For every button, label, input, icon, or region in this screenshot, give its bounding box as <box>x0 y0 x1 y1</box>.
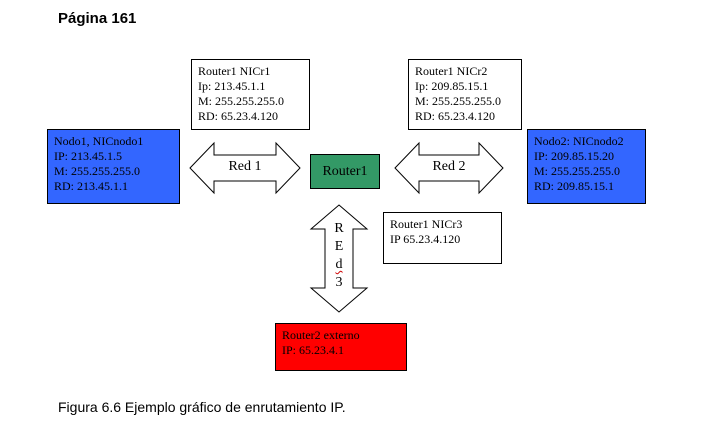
router1-nicr1-box: Router1 NICr1 Ip: 213.45.1.1 M: 255.255.… <box>191 59 310 130</box>
nodo1-box: Nodo1, NICnodo1 IP: 213.45.1.5 M: 255.25… <box>47 129 180 204</box>
nodo2-title: Nodo2: NICnodo2 <box>534 134 624 148</box>
figure-caption: Figura 6.6 Ejemplo gráfico de enrutamien… <box>58 399 346 415</box>
nodo2-gateway: RD: 209.85.15.1 <box>534 179 615 193</box>
router1-label: Router1 <box>322 164 368 179</box>
router1-box: Router1 <box>310 154 380 189</box>
red3-letter: R <box>334 221 344 236</box>
router2-ip: IP: 65.23.4.1 <box>282 343 345 357</box>
nodo2-box: Nodo2: NICnodo2 IP: 209.85.15.20 M: 255.… <box>527 129 646 204</box>
nodo1-title: Nodo1, NICnodo1 <box>54 134 144 148</box>
router1-nicr3-box: Router1 NICr3 IP 65.23.4.120 <box>383 212 502 264</box>
nodo1-mask: M: 255.255.255.0 <box>54 164 141 178</box>
nicr1-gateway: RD: 65.23.4.120 <box>198 109 279 123</box>
red3-label: R E d 3 <box>329 220 349 292</box>
nicr2-title: Router1 NICr2 <box>415 64 488 78</box>
red2-double-arrow <box>394 141 504 195</box>
router2-title: Router2 externo <box>282 328 360 342</box>
nodo1-ip: IP: 213.45.1.5 <box>54 149 123 163</box>
nicr2-mask: M: 255.255.255.0 <box>415 94 502 108</box>
red2-label: Red 2 <box>432 159 466 174</box>
nodo2-ip: IP: 209.85.15.20 <box>534 149 615 163</box>
nicr1-ip: Ip: 213.45.1.1 <box>198 79 266 93</box>
router1-nicr2-box: Router1 NICr2 Ip: 209.85.15.1 M: 255.255… <box>408 59 522 130</box>
red1-label: Red 1 <box>228 159 262 174</box>
nodo2-mask: M: 255.255.255.0 <box>534 164 621 178</box>
nodo1-gateway: RD: 213.45.1.1 <box>54 179 129 193</box>
nicr1-title: Router1 NICr1 <box>198 64 271 78</box>
red3-letter: d <box>335 257 343 272</box>
red1-double-arrow <box>189 141 301 195</box>
nicr2-gateway: RD: 65.23.4.120 <box>415 109 496 123</box>
red3-double-arrow <box>309 204 369 313</box>
nicr2-ip: Ip: 209.85.15.1 <box>415 79 489 93</box>
page-title: Página 161 <box>58 10 137 27</box>
router2-box: Router2 externo IP: 65.23.4.1 <box>275 323 407 371</box>
nicr3-title: Router1 NICr3 <box>390 217 463 231</box>
red3-letter: 3 <box>335 275 343 290</box>
nicr1-mask: M: 255.255.255.0 <box>198 94 285 108</box>
nicr3-ip: IP 65.23.4.120 <box>390 232 461 246</box>
red3-letter: E <box>334 239 344 254</box>
